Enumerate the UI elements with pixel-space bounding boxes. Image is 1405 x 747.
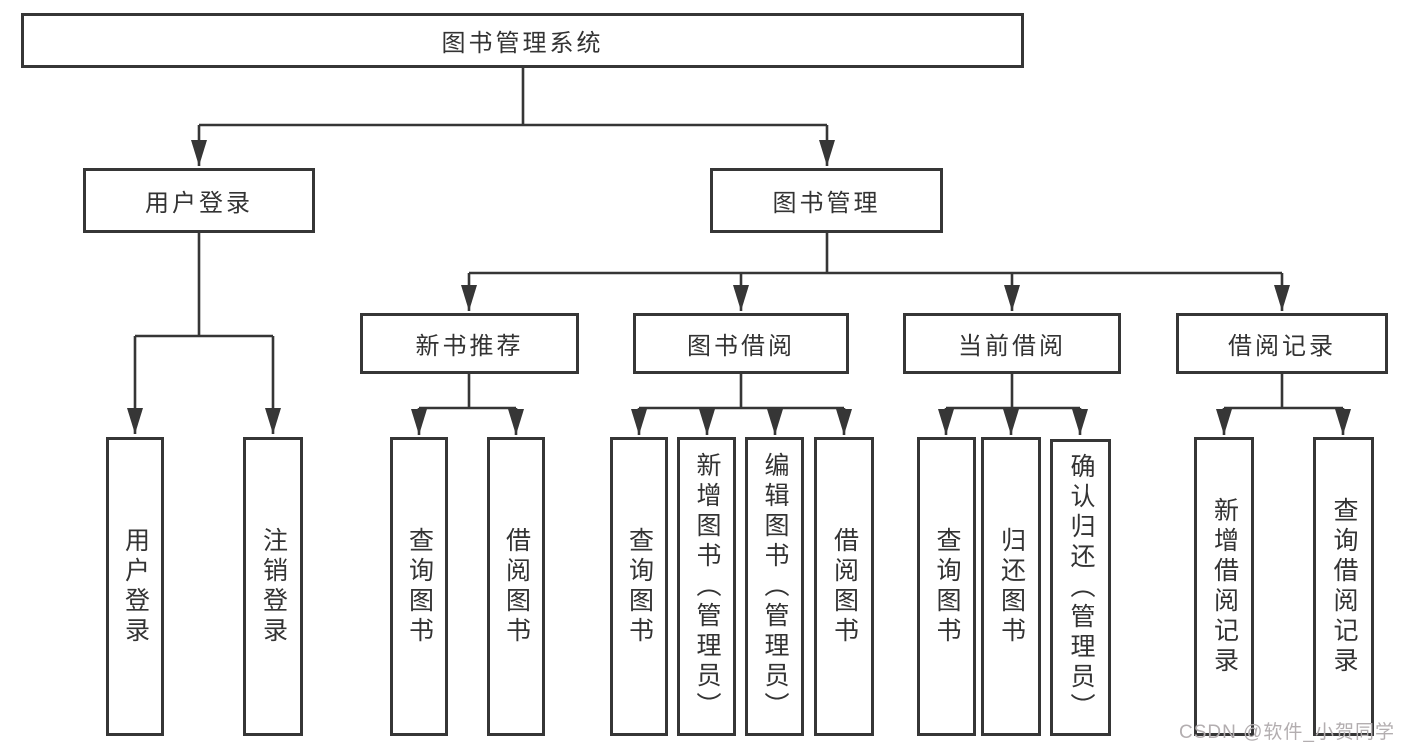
connector-current-borrow-children <box>938 374 1088 435</box>
leaf-logout-label: 注销登录 <box>259 526 288 647</box>
leaf-confirm-return-admin: 确认归还（管理员） <box>1050 439 1111 736</box>
leaf-user-login-label: 用户登录 <box>121 526 150 647</box>
leaf-return-book: 归还图书 <box>981 437 1041 736</box>
node-book-borrow-label: 图书借阅 <box>687 333 795 360</box>
leaf-borrow-book-1: 借阅图书 <box>487 437 545 736</box>
leaf-edit-book-admin-label: 编辑图书（管理员） <box>761 451 789 722</box>
connector-book-borrow-children <box>631 374 852 435</box>
connector-borrow-records-children <box>1216 374 1351 435</box>
leaf-query-book-3-label: 查询图书 <box>933 526 961 647</box>
leaf-edit-book-admin: 编辑图书（管理员） <box>745 437 804 736</box>
node-root-system-label: 图书管理系统 <box>441 30 604 57</box>
leaf-query-borrow-record-label: 查询借阅记录 <box>1330 496 1358 677</box>
leaf-query-book-2: 查询图书 <box>610 437 668 736</box>
connector-user-login-children <box>127 233 281 434</box>
leaf-borrow-book-2: 借阅图书 <box>814 437 874 736</box>
leaf-borrow-book-2-label: 借阅图书 <box>830 526 859 647</box>
node-new-book-recommend: 新书推荐 <box>360 313 579 374</box>
node-current-borrow: 当前借阅 <box>903 313 1121 374</box>
node-root-system: 图书管理系统 <box>21 13 1024 68</box>
leaf-query-borrow-record: 查询借阅记录 <box>1313 437 1374 736</box>
node-user-login: 用户登录 <box>83 168 315 233</box>
leaf-add-borrow-record-label: 新增借阅记录 <box>1210 496 1239 677</box>
connector-book-mgmt-children <box>461 233 1290 311</box>
leaf-return-book-label: 归还图书 <box>997 526 1026 647</box>
leaf-query-book-1-label: 查询图书 <box>405 526 434 647</box>
leaf-add-book-admin: 新增图书（管理员） <box>677 437 736 736</box>
node-book-borrow: 图书借阅 <box>633 313 849 374</box>
node-current-borrow-label: 当前借阅 <box>958 333 1066 360</box>
node-borrow-records: 借阅记录 <box>1176 313 1388 374</box>
leaf-borrow-book-1-label: 借阅图书 <box>502 526 531 647</box>
leaf-query-book-3: 查询图书 <box>917 437 976 736</box>
connector-root-to-level2 <box>191 68 835 166</box>
leaf-confirm-return-admin-label: 确认归还（管理员） <box>1067 452 1095 723</box>
connector-new-book-rec-children <box>411 374 524 435</box>
leaf-user-login: 用户登录 <box>106 437 164 736</box>
node-borrow-records-label: 借阅记录 <box>1228 333 1336 360</box>
node-book-management: 图书管理 <box>710 168 943 233</box>
leaf-query-book-1: 查询图书 <box>390 437 448 736</box>
node-user-login-label: 用户登录 <box>145 190 253 217</box>
leaf-query-book-2-label: 查询图书 <box>625 526 654 647</box>
leaf-add-book-admin-label: 新增图书（管理员） <box>693 451 721 722</box>
node-new-book-recommend-label: 新书推荐 <box>415 333 524 360</box>
leaf-add-borrow-record: 新增借阅记录 <box>1194 437 1254 736</box>
leaf-logout: 注销登录 <box>243 437 303 736</box>
node-book-management-label: 图书管理 <box>772 190 881 217</box>
